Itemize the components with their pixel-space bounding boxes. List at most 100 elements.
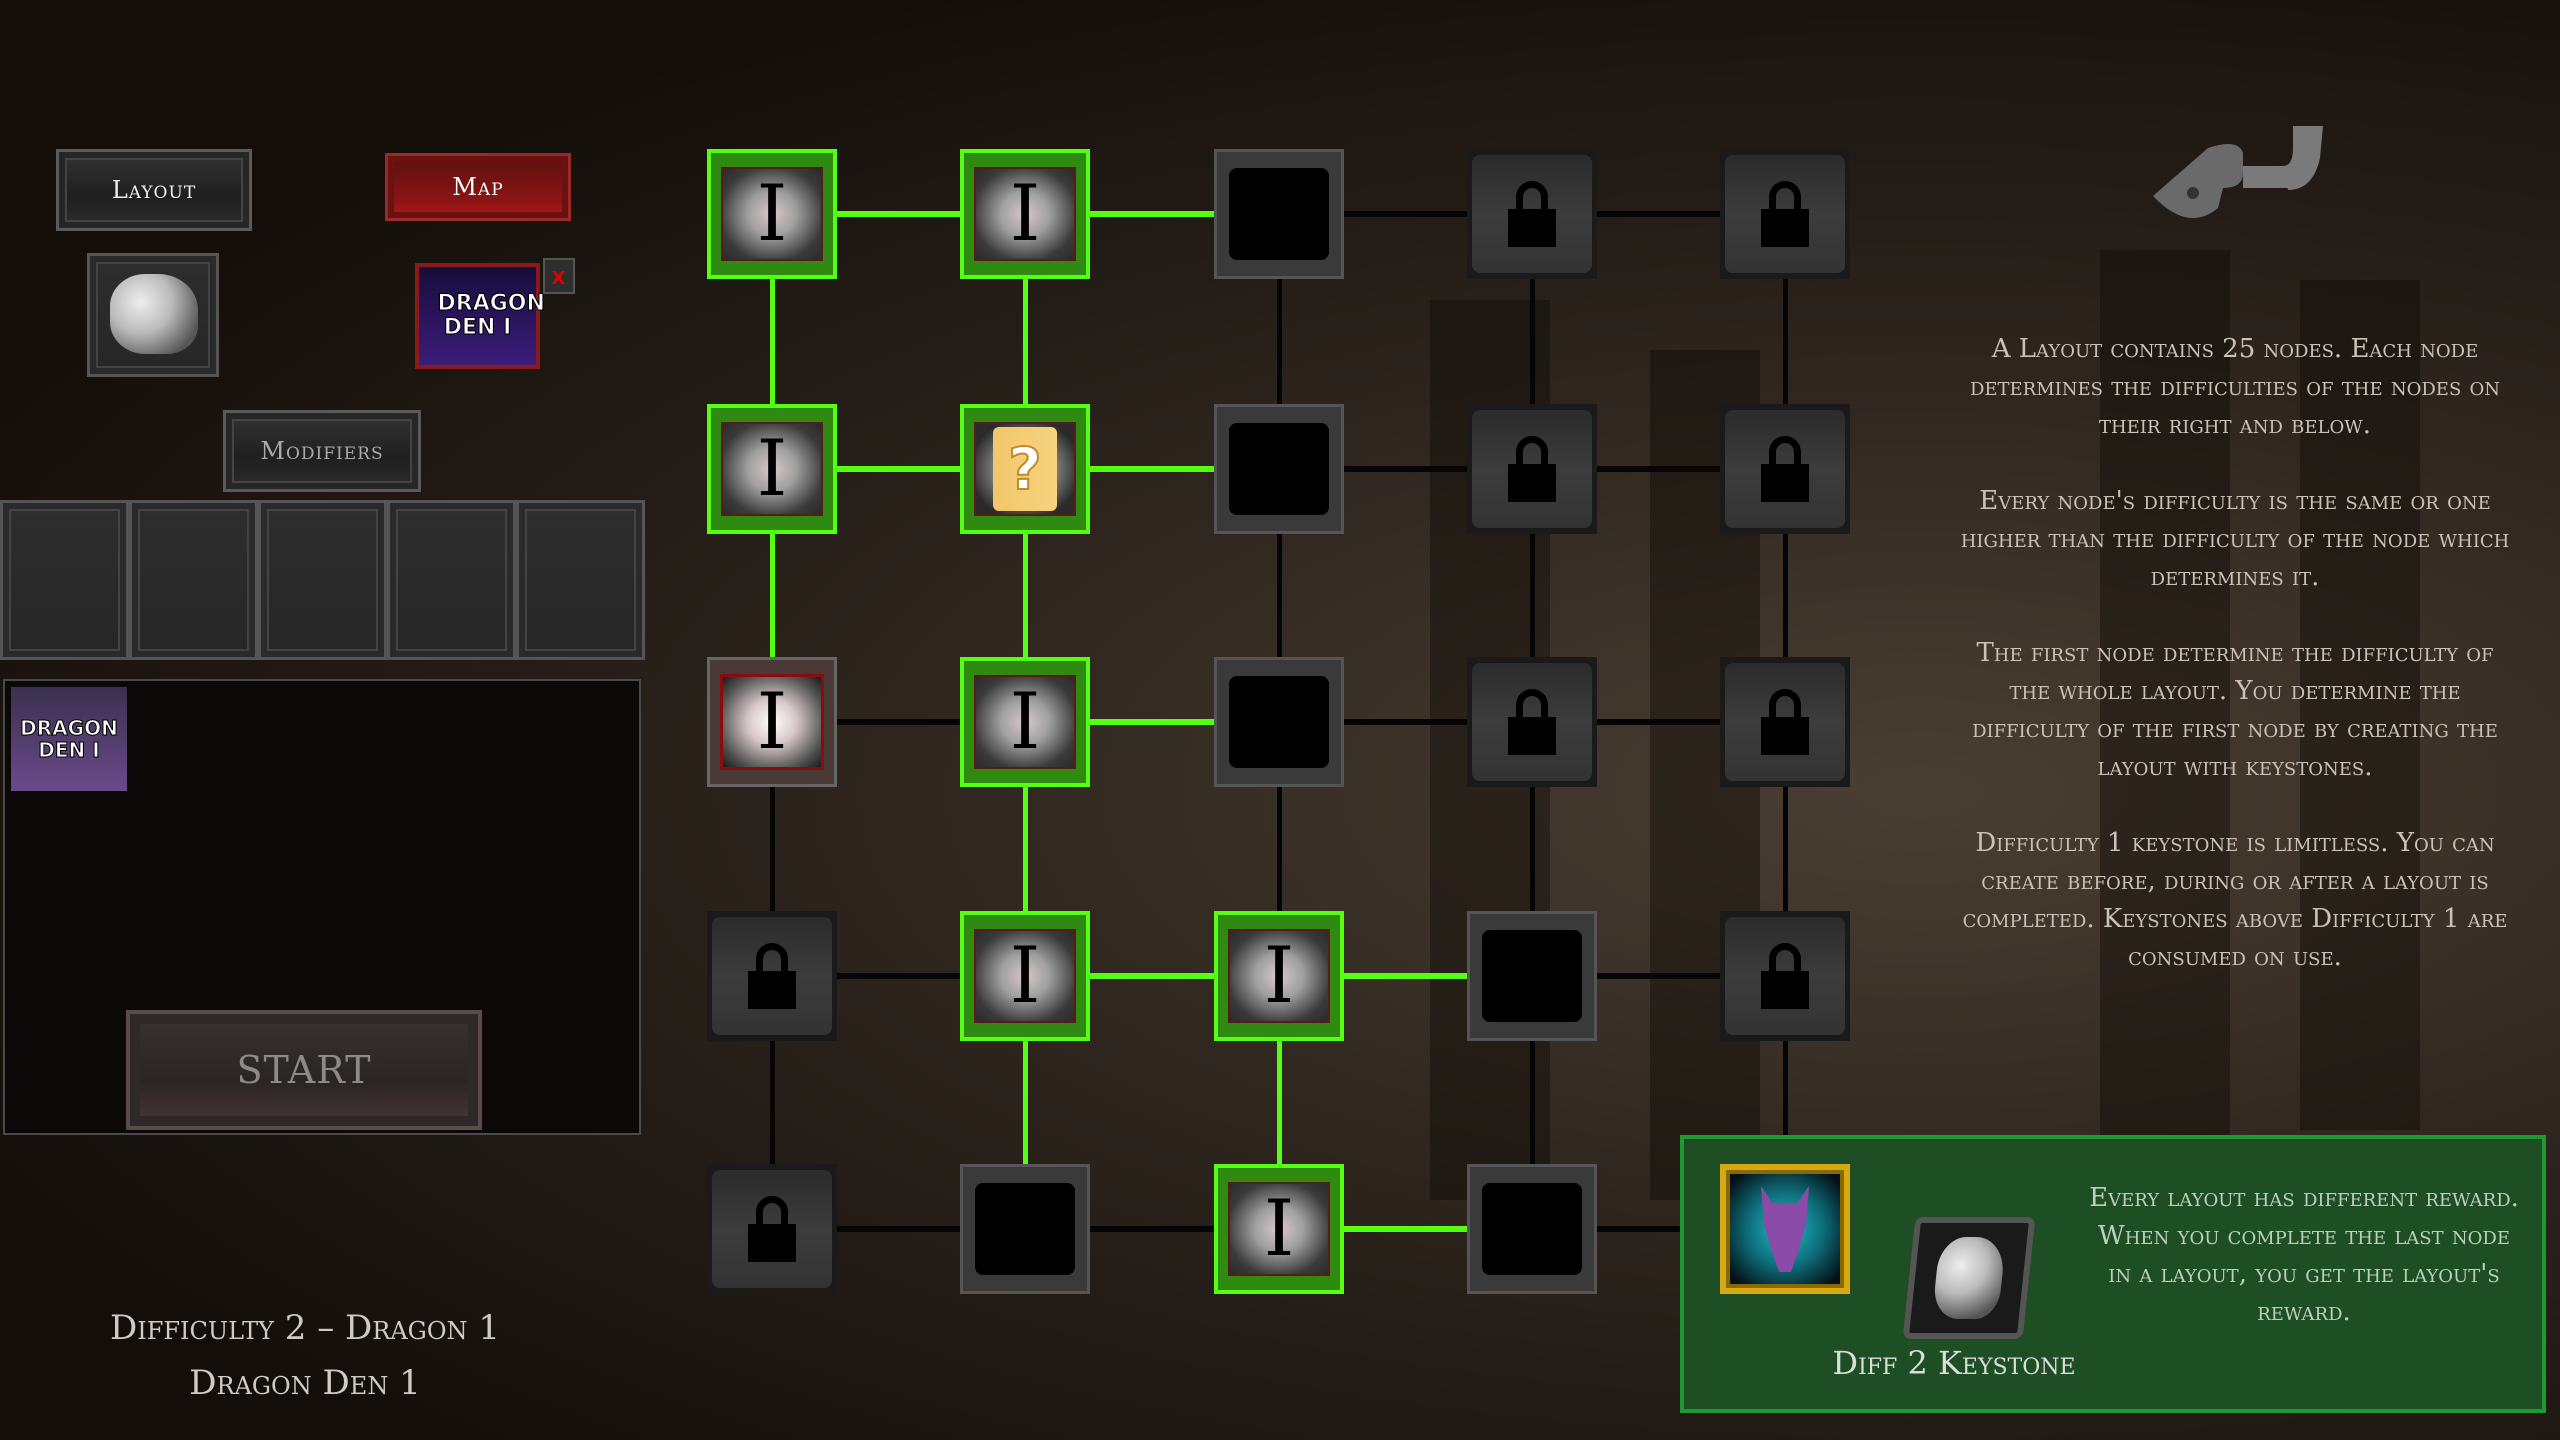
locked-node-face (712, 917, 832, 1035)
grid-edge-vertical (1023, 279, 1028, 404)
unrevealed-node-face (1229, 676, 1329, 768)
grid-edge-vertical (770, 279, 775, 404)
question-mark-icon: ? (993, 427, 1057, 511)
grid-edge-horizontal (837, 973, 960, 979)
remove-map-button[interactable]: x (543, 258, 575, 294)
background-pillar (2300, 280, 2420, 1130)
unrevealed-node-face (1482, 930, 1582, 1022)
grid-edge-horizontal (1090, 973, 1214, 979)
difficulty-numeral: I (1228, 929, 1330, 1023)
grid-node-locked[interactable] (1720, 149, 1850, 279)
difficulty-numeral: I (974, 675, 1076, 769)
grid-edge-horizontal (837, 719, 960, 725)
modifier-slot[interactable] (258, 500, 387, 660)
info-paragraph: Difficulty 1 keystone is limitless. You … (1962, 828, 2508, 972)
inventory-item[interactable]: DRAGON DEN I (11, 687, 127, 791)
grid-node-done[interactable]: I (1214, 911, 1344, 1041)
background-pillar (2100, 250, 2230, 1150)
grid-node-unrevealed[interactable] (1214, 404, 1344, 534)
grid-node-active[interactable]: I (707, 657, 837, 787)
grid-edge-horizontal (1597, 1226, 1720, 1232)
grid-edge-horizontal (1344, 211, 1467, 217)
locked-node-face (712, 1170, 832, 1288)
locked-node-face (1472, 155, 1592, 273)
grid-node-locked[interactable] (1720, 404, 1850, 534)
grid-node-done[interactable]: I (707, 149, 837, 279)
locked-node-face (1725, 663, 1845, 781)
grid-node-locked[interactable] (1467, 149, 1597, 279)
grid-edge-vertical (1277, 787, 1282, 911)
grid-node-locked[interactable] (1720, 657, 1850, 787)
lock-icon (1761, 436, 1809, 502)
grid-node-done[interactable]: I (707, 404, 837, 534)
ornate-back-arrow-icon (2153, 126, 2323, 219)
map-button[interactable]: Map (385, 153, 571, 221)
grid-node-done[interactable]: I (960, 657, 1090, 787)
grid-edge-horizontal (1090, 719, 1214, 725)
modifiers-button[interactable]: Modifiers (223, 410, 421, 492)
grid-node-unrevealed[interactable] (1214, 149, 1344, 279)
grid-node-unrevealed[interactable] (1214, 657, 1344, 787)
grid-node-mystery[interactable]: ? (960, 404, 1090, 534)
grid-edge-vertical (1783, 534, 1788, 657)
grid-edge-horizontal (1344, 1226, 1467, 1232)
locked-node-face (1725, 155, 1845, 273)
grid-edge-vertical (1023, 534, 1028, 657)
grid-node-locked[interactable] (1467, 404, 1597, 534)
map-item-slot[interactable]: DRAGON DEN I (415, 263, 545, 369)
difficulty-numeral: I (720, 674, 824, 770)
grid-node-boss[interactable] (1720, 1164, 1850, 1294)
reward-keystone-frame[interactable] (1902, 1217, 2036, 1339)
lock-icon (1508, 181, 1556, 247)
reward-description: Every layout has different reward. When … (2089, 1183, 2519, 1327)
mystery-box-icon: ? (974, 422, 1076, 516)
info-paragraph: A Layout contains 25 nodes. Each node de… (1969, 334, 2501, 440)
grid-node-unrevealed[interactable] (1467, 911, 1597, 1041)
locked-node-face (1725, 410, 1845, 528)
grid-node-unrevealed[interactable] (1467, 1164, 1597, 1294)
grid-node-locked[interactable] (1467, 657, 1597, 787)
unrevealed-node-face (1229, 168, 1329, 260)
info-paragraph: The first node determine the difficulty … (1972, 638, 2498, 782)
lock-icon (1508, 436, 1556, 502)
lock-icon (748, 1196, 796, 1262)
grid-edge-horizontal (1597, 466, 1720, 472)
grid-node-done[interactable]: I (1214, 1164, 1344, 1294)
reward-item-name: Diff 2 Keystone (1832, 1344, 2076, 1382)
modifier-slot[interactable] (129, 500, 258, 660)
back-button[interactable] (2148, 118, 2333, 233)
difficulty-numeral: I (1228, 1182, 1330, 1276)
grid-edge-horizontal (1597, 211, 1720, 217)
locked-node-face (1725, 917, 1845, 1035)
difficulty-numeral: I (974, 929, 1076, 1023)
keystone-slot[interactable] (87, 253, 219, 377)
grid-edge-vertical (770, 1041, 775, 1164)
grid-node-locked[interactable] (1720, 911, 1850, 1041)
modifier-slot[interactable] (516, 500, 645, 660)
grid-edge-horizontal (837, 1226, 960, 1232)
modifier-slot[interactable] (387, 500, 516, 660)
grid-edge-vertical (1783, 787, 1788, 911)
grid-edge-vertical (1023, 1041, 1028, 1164)
grid-node-done[interactable]: I (960, 149, 1090, 279)
grid-node-done[interactable]: I (960, 911, 1090, 1041)
grid-edge-vertical (1783, 279, 1788, 404)
layout-info-text: A Layout contains 25 nodes. Each node de… (1960, 330, 2510, 1014)
grid-edge-horizontal (1344, 973, 1467, 979)
grid-edge-horizontal (1090, 211, 1214, 217)
grid-edge-vertical (1530, 279, 1535, 404)
locked-node-face (1472, 663, 1592, 781)
start-button[interactable]: START (126, 1010, 482, 1130)
grid-edge-horizontal (1344, 719, 1467, 725)
grid-edge-horizontal (837, 211, 960, 217)
grid-node-unrevealed[interactable] (960, 1164, 1090, 1294)
inventory-item-label: DRAGON DEN I (20, 716, 119, 762)
modifier-slot[interactable] (0, 500, 129, 660)
grid-node-locked[interactable] (707, 1164, 837, 1294)
map-name-line: Dragon Den 1 (189, 1363, 421, 1403)
grid-edge-vertical (1783, 1041, 1788, 1164)
layout-button[interactable]: Layout (56, 149, 252, 231)
grid-edge-vertical (1023, 787, 1028, 911)
grid-node-locked[interactable] (707, 911, 837, 1041)
grid-edge-vertical (1277, 1041, 1282, 1164)
